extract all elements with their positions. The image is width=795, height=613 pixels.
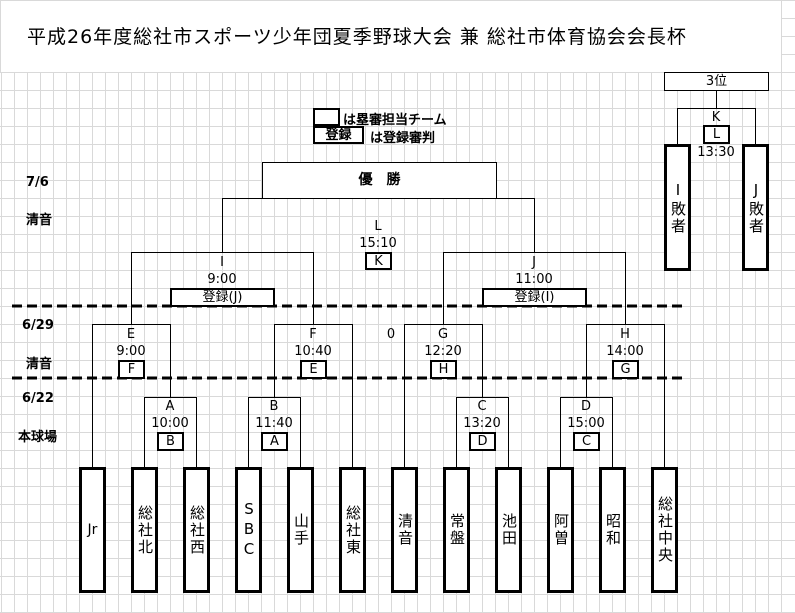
game-time-C: 13:20 xyxy=(463,416,501,431)
game-time-E: 9:00 xyxy=(116,344,146,359)
umpire-box-E: F xyxy=(118,360,145,379)
game-time-J: 11:00 xyxy=(515,272,553,287)
team-box: 清音 xyxy=(391,467,418,593)
championship-label: 優 勝 xyxy=(358,172,401,188)
stray-mark: 0 xyxy=(386,327,396,342)
bracket-line-B xyxy=(248,397,301,467)
team-name: 総社西 xyxy=(188,504,206,556)
game-id-F: F xyxy=(309,327,317,342)
game-time-F: 10:40 xyxy=(294,344,332,359)
team-name: 昭和 xyxy=(604,513,622,547)
umpire-box-C: D xyxy=(469,432,496,451)
game-time-L: 15:10 xyxy=(359,236,397,251)
bracket-line-G xyxy=(404,324,483,467)
date-label: 7/6 xyxy=(26,175,49,190)
umpire-box-L: K xyxy=(365,252,392,270)
bracket-line-K xyxy=(677,108,756,144)
game-id-C: C xyxy=(477,399,487,414)
game-time-I: 9:00 xyxy=(207,272,237,287)
game-time-B: 11:40 xyxy=(255,416,293,431)
umpire-box-A: B xyxy=(157,432,184,451)
third-place-label: 3位 xyxy=(705,74,728,89)
game-id-E: E xyxy=(126,327,136,342)
bracket-line-A xyxy=(144,397,197,467)
umpire-box-F: E xyxy=(300,360,327,379)
team-box: 山手 xyxy=(287,467,314,593)
team-name: Jr xyxy=(87,522,98,538)
team-box: 常盤 xyxy=(443,467,470,593)
game-id-L: L xyxy=(374,219,382,234)
bracket-line-D xyxy=(560,397,613,467)
legend-umpire-text: は塁審担当チーム xyxy=(343,113,447,128)
championship-box: 優 勝 xyxy=(262,162,497,199)
team-name: 常盤 xyxy=(448,513,466,547)
team-name: 総社北 xyxy=(136,504,154,556)
third-place-right-label: J敗者 xyxy=(747,180,765,235)
bracket-line-C xyxy=(456,397,509,467)
team-box: Jr xyxy=(79,467,106,593)
bracket-line-F xyxy=(274,324,353,467)
date-label: 6/22 xyxy=(22,391,54,406)
third-place-left-label: I敗者 xyxy=(669,180,687,235)
game-id-A: A xyxy=(165,399,175,414)
third-place-right-slot: J敗者 xyxy=(742,144,769,271)
team-name: SBC xyxy=(240,500,258,560)
game-id-B: B xyxy=(269,399,279,414)
date-label: 6/29 xyxy=(22,318,54,333)
game-id-G: G xyxy=(437,327,449,342)
game-time-A: 10:00 xyxy=(151,416,189,431)
game-id-H: H xyxy=(620,327,630,342)
team-box: 昭和 xyxy=(599,467,626,593)
umpire-box-B: A xyxy=(261,432,288,451)
game-id-J: J xyxy=(532,255,536,270)
game-time-K: 13:30 xyxy=(697,145,735,160)
team-box: 総社東 xyxy=(339,467,366,593)
game-time-D: 15:00 xyxy=(567,416,605,431)
umpire-box-G: H xyxy=(430,360,457,379)
page-title: 平成26年度総社市スポーツ少年団夏季野球大会 兼 総社市体育協会会長杯 xyxy=(27,26,687,48)
umpire-box-K: L xyxy=(703,125,730,144)
team-box: 阿曽 xyxy=(547,467,574,593)
game-time-H: 14:00 xyxy=(606,344,644,359)
team-name: 池田 xyxy=(500,513,518,547)
team-box: SBC xyxy=(235,467,262,593)
bracket-line-J xyxy=(443,252,626,324)
third-place-box: 3位 xyxy=(664,72,769,91)
game-id-K: K xyxy=(711,110,721,125)
game-id-I: I xyxy=(220,255,224,270)
umpire-box-I: 登録(J) xyxy=(170,288,275,307)
venue-label: 清音 xyxy=(26,357,53,372)
team-name: 阿曽 xyxy=(552,513,570,547)
team-box: 総社北 xyxy=(131,467,158,593)
team-box: 総社中央 xyxy=(651,467,678,593)
game-id-D: D xyxy=(580,399,592,414)
third-place-left-slot: I敗者 xyxy=(664,144,691,271)
umpire-box-J: 登録(I) xyxy=(482,288,587,307)
game-time-G: 12:20 xyxy=(424,344,462,359)
umpire-box-D: C xyxy=(573,432,600,451)
legend-umpire-box xyxy=(313,108,340,126)
bracket-line-H xyxy=(586,324,665,467)
bracket-line-E xyxy=(92,324,171,467)
team-name: 総社東 xyxy=(344,504,362,556)
bracket-line-I xyxy=(131,252,314,324)
umpire-box-H: G xyxy=(612,360,639,379)
legend-registered-box: 登録 xyxy=(313,126,364,144)
team-name: 総社中央 xyxy=(656,496,674,564)
team-box: 総社西 xyxy=(183,467,210,593)
legend-registered-text: は登録審判 xyxy=(370,131,436,146)
team-box: 池田 xyxy=(495,467,522,593)
venue-label: 本球場 xyxy=(18,430,58,445)
venue-label: 清音 xyxy=(26,213,53,228)
team-name: 山手 xyxy=(292,513,310,547)
team-name: 清音 xyxy=(396,513,414,547)
